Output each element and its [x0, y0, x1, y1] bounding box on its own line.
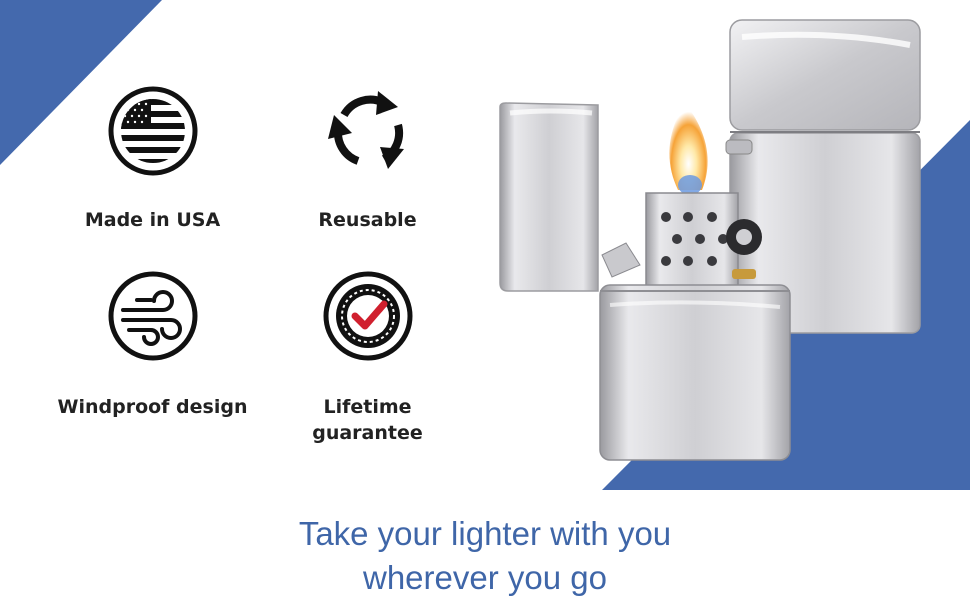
feature-label: Made in USA — [84, 209, 221, 231]
usa-flag-icon — [108, 86, 197, 176]
feature-label-line2: guarantee — [312, 422, 423, 444]
tagline-line2: wherever you go — [363, 559, 607, 596]
guarantee-checkmark-icon — [323, 271, 412, 361]
wind-icon — [108, 271, 197, 361]
tagline-line1: Take your lighter with you — [298, 515, 672, 552]
flame — [669, 103, 708, 195]
feature-reusable: Reusable — [285, 85, 450, 233]
chimney-insert — [601, 192, 762, 290]
feature-lifetime-guarantee: Lifetime guarantee — [285, 270, 450, 446]
feature-label: Reusable — [318, 209, 417, 231]
top-left-blue-triangle — [0, 0, 162, 165]
open-lid — [499, 102, 599, 292]
recycle-arrows-icon — [327, 91, 404, 169]
lighter-product-image — [499, 19, 921, 461]
lighter-case — [599, 284, 791, 461]
feature-label-line1: Lifetime — [323, 396, 412, 418]
feature-windproof: Windproof design — [50, 270, 255, 420]
tagline: Take your lighter with you wherever you … — [0, 512, 970, 600]
feature-made-in-usa: Made in USA — [70, 85, 235, 233]
feature-label: Windproof design — [57, 396, 248, 418]
